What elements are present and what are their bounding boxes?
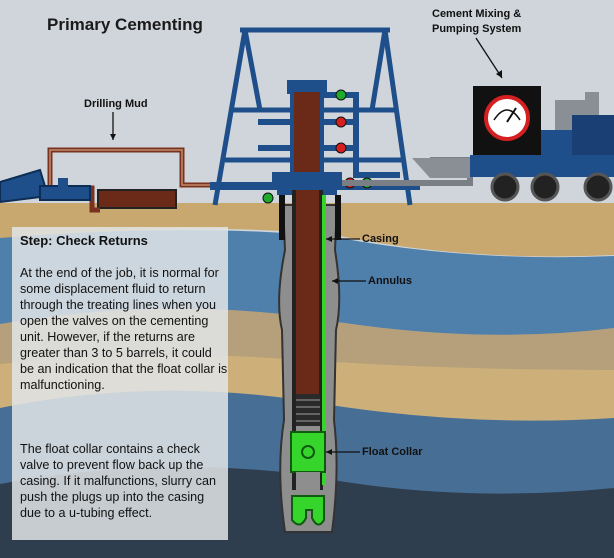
- annulus-arrowhead: [332, 278, 338, 284]
- float-collar-arrowhead: [326, 449, 332, 455]
- panel-heading: Step: Check Returns: [20, 233, 148, 248]
- mud-pump: [39, 185, 91, 201]
- label-drilling-mud: Drilling Mud: [84, 98, 148, 110]
- mud-pump-top: [58, 178, 68, 188]
- annulus-cement: [322, 195, 326, 485]
- wellhead-flange: [272, 172, 342, 184]
- cement-system-arrowhead: [496, 70, 502, 78]
- cementing-head-body: [290, 88, 324, 182]
- casing-wall-right: [319, 190, 323, 490]
- float-collar: [290, 431, 326, 526]
- valve-red-lower: [335, 142, 347, 154]
- cement-plug: [296, 394, 320, 426]
- panel-paragraph-1: At the end of the job, it is normal for …: [20, 266, 228, 392]
- label-float-collar: Float Collar: [362, 446, 423, 458]
- pressure-gauge-icon: [484, 95, 530, 141]
- label-cement-system: Cement Mixing & Pumping System: [432, 8, 522, 35]
- label-annulus: Annulus: [368, 275, 412, 287]
- page-title: Primary Cementing: [47, 15, 203, 34]
- valve-green-top: [335, 89, 347, 101]
- surface-casing: [279, 195, 285, 240]
- mud-pit: [97, 189, 177, 209]
- casing-arrowhead: [326, 236, 332, 242]
- valve-green-left: [262, 192, 274, 204]
- surface-casing-right: [335, 195, 341, 240]
- mud-return-line-inner: [49, 149, 250, 200]
- casing-wall-left: [292, 190, 296, 490]
- label-casing: Casing: [362, 233, 399, 245]
- valve-red-middle: [335, 116, 347, 128]
- cement-system-pointer: [475, 37, 503, 79]
- drilling-mud-arrowhead: [110, 134, 116, 140]
- panel-paragraph-2: The float collar contains a check valve …: [20, 442, 216, 520]
- casing-string: [295, 190, 321, 400]
- manifold-riser: [353, 92, 400, 178]
- info-panel: Step: Check Returns At the end of the jo…: [12, 227, 228, 540]
